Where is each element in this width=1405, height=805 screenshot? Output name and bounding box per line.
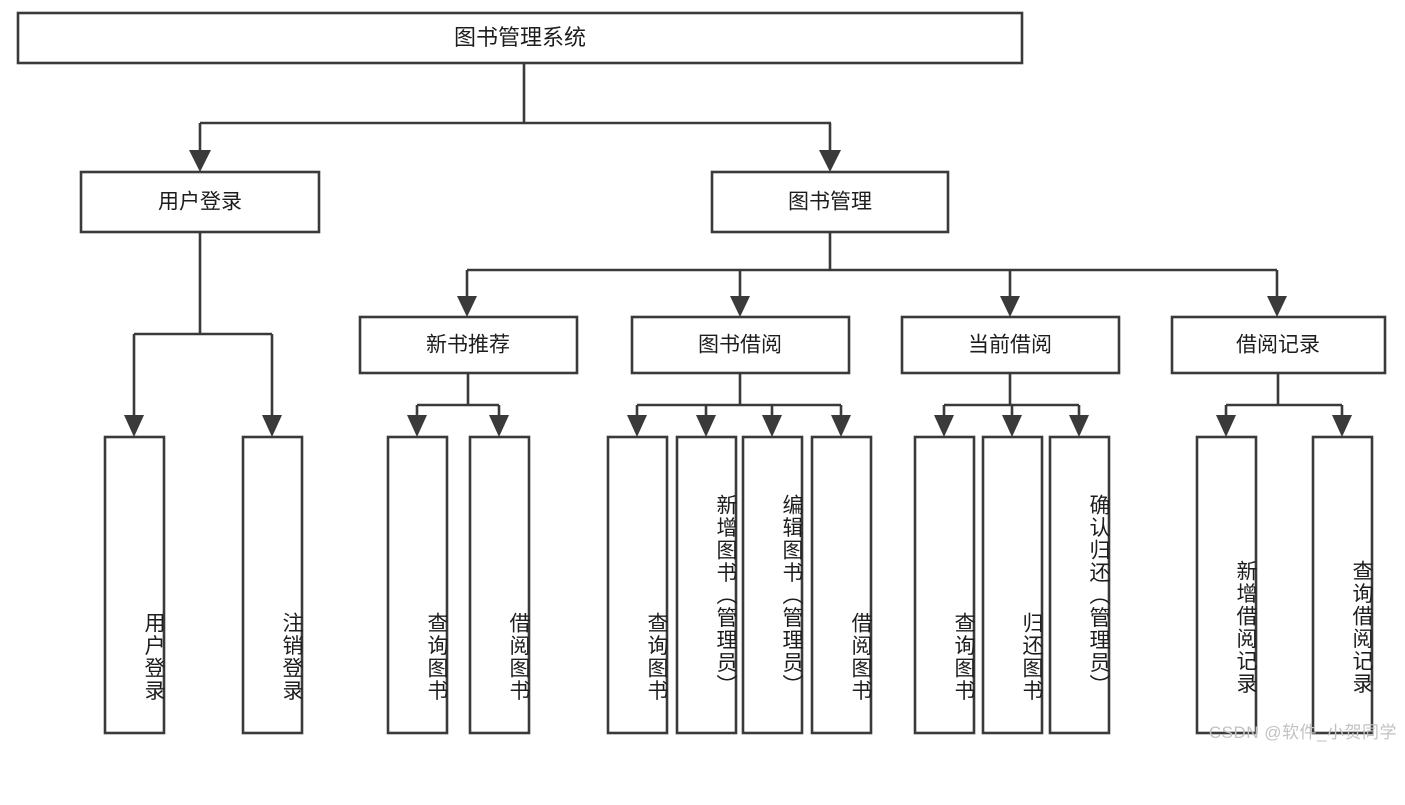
connector-group-user-login bbox=[124, 232, 282, 437]
arrowhead-leaf-add-record bbox=[1216, 415, 1236, 437]
node-leaf-return-book-rect[interactable] bbox=[981, 435, 1044, 735]
connector-group-root bbox=[189, 63, 841, 172]
arrowhead-leaf-query-book-3 bbox=[934, 415, 954, 437]
arrowhead-borrow-record bbox=[1267, 296, 1287, 317]
arrowhead-leaf-user-login bbox=[124, 415, 144, 437]
node-leaf-query-book-3-rect[interactable] bbox=[913, 435, 976, 735]
connector-group-book-borrow bbox=[627, 373, 851, 437]
diagram-svg: 图书管理系统 用户登录 图书管理 新书推荐 图书借阅 当前借阅 借阅记录 bbox=[16, 11, 1387, 735]
node-leaf-query-record-rect[interactable] bbox=[1311, 435, 1374, 735]
node-leaf-query-book-2-rect[interactable] bbox=[606, 435, 669, 735]
arrowhead-current-borrow bbox=[1000, 296, 1020, 317]
arrowhead-leaf-confirm-return bbox=[1069, 415, 1089, 437]
node-book-manage[interactable]: 图书管理 bbox=[710, 170, 950, 234]
node-leaf-edit-book-rect[interactable] bbox=[741, 435, 804, 735]
connector-group-new-book-recommend bbox=[407, 373, 509, 437]
arrowhead-leaf-borrow-book-2 bbox=[831, 415, 851, 437]
node-leaf-add-book-rect[interactable] bbox=[675, 435, 738, 735]
connector-group-borrow-record bbox=[1216, 373, 1352, 437]
node-new-book-recommend[interactable]: 新书推荐 bbox=[358, 315, 579, 375]
arrowhead-leaf-borrow-book-1 bbox=[489, 415, 509, 437]
node-root-label: 图书管理系统 bbox=[454, 25, 586, 50]
node-book-borrow-rect[interactable] bbox=[630, 315, 851, 375]
node-book-borrow-label: 图书借阅 bbox=[698, 334, 782, 357]
arrowhead-leaf-add-book bbox=[696, 415, 716, 437]
arrowhead-book-borrow bbox=[730, 296, 750, 317]
node-user-login-rect[interactable] bbox=[79, 170, 321, 234]
arrowhead-leaf-user-logout bbox=[262, 415, 282, 437]
watermark: CSDN @软件_小贺同学 bbox=[1208, 723, 1397, 742]
arrowhead-leaf-return-book bbox=[1002, 415, 1022, 437]
node-current-borrow[interactable]: 当前借阅 bbox=[900, 315, 1121, 375]
node-root[interactable]: 图书管理系统 bbox=[16, 11, 1024, 65]
node-leaf-confirm-return-rect[interactable] bbox=[1048, 435, 1111, 735]
arrowhead-leaf-query-book-2 bbox=[627, 415, 647, 437]
arrowhead-new-book-recommend bbox=[457, 296, 477, 317]
arrowhead-leaf-edit-book bbox=[762, 415, 782, 437]
node-leaf-query-book-1-rect[interactable] bbox=[386, 435, 449, 735]
node-current-borrow-rect[interactable] bbox=[900, 315, 1121, 375]
node-borrow-record[interactable]: 借阅记录 bbox=[1170, 315, 1387, 375]
node-borrow-record-rect[interactable] bbox=[1170, 315, 1387, 375]
node-user-login-label: 用户登录 bbox=[158, 191, 242, 214]
node-leaf-user-logout-rect[interactable] bbox=[241, 435, 304, 735]
diagram-canvas: 图书管理系统 用户登录 图书管理 新书推荐 图书借阅 当前借阅 借阅记录 bbox=[16, 11, 1397, 742]
node-book-borrow[interactable]: 图书借阅 bbox=[630, 315, 851, 375]
node-user-login[interactable]: 用户登录 bbox=[79, 170, 321, 234]
node-new-book-recommend-label: 新书推荐 bbox=[426, 334, 510, 357]
node-borrow-record-label: 借阅记录 bbox=[1236, 334, 1320, 357]
node-current-borrow-label: 当前借阅 bbox=[968, 334, 1052, 357]
arrowhead-user-login bbox=[189, 150, 211, 172]
node-root-rect[interactable] bbox=[16, 11, 1024, 65]
connector-group-book-manage bbox=[457, 232, 1287, 317]
node-leaf-add-record-rect[interactable] bbox=[1195, 435, 1258, 735]
node-leaf-user-login-rect[interactable] bbox=[103, 435, 166, 735]
arrowhead-leaf-query-book-1 bbox=[407, 415, 427, 437]
connector-group-current-borrow bbox=[934, 373, 1089, 437]
node-leaf-borrow-book-1-rect[interactable] bbox=[468, 435, 531, 735]
node-new-book-recommend-rect[interactable] bbox=[358, 315, 579, 375]
arrowhead-leaf-query-record bbox=[1332, 415, 1352, 437]
arrowhead-book-manage bbox=[819, 150, 841, 172]
node-book-manage-rect[interactable] bbox=[710, 170, 950, 234]
node-leaf-borrow-book-2-rect[interactable] bbox=[810, 435, 873, 735]
node-book-manage-label: 图书管理 bbox=[788, 191, 872, 214]
